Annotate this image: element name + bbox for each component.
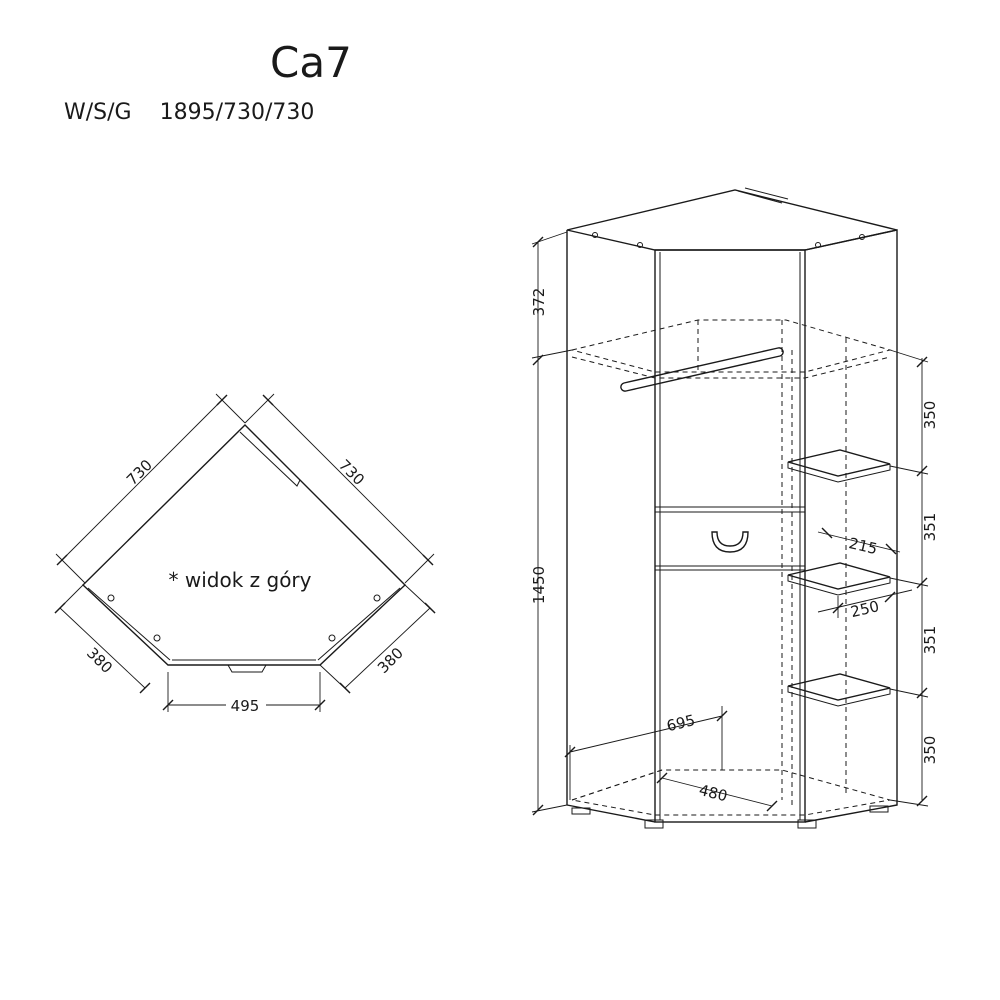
drawer-handle-icon: [711, 531, 749, 553]
dim-tick: [262, 394, 274, 406]
ext-line: [404, 553, 435, 584]
dim-shelf-depth-b: 250: [849, 597, 881, 621]
right-side-inner: [317, 587, 401, 661]
top-panel-groove: [737, 190, 783, 204]
foot: [869, 805, 889, 813]
dim-left-side: 380: [83, 644, 116, 677]
door-frame: [654, 249, 806, 823]
dim-tick: [339, 682, 351, 694]
dim-right-diag: 730: [335, 456, 368, 489]
dim-tick: [139, 682, 151, 694]
dim-front: 495: [231, 697, 260, 715]
ext-line: [889, 688, 929, 698]
foot: [644, 819, 664, 829]
dim-tick: [916, 795, 928, 807]
hole: [373, 594, 381, 602]
dim-tick: [885, 543, 897, 555]
ext-line: [531, 349, 573, 359]
dim-shelf-depth-a: 215: [847, 534, 879, 558]
dim-top-section: 372: [530, 288, 548, 317]
dim-tick: [832, 602, 844, 614]
dim-line-left-diag: [61, 399, 223, 561]
dim-main-height: 1450: [530, 566, 548, 604]
dim-line-rail-depth: [569, 715, 723, 753]
ext-line: [55, 553, 86, 584]
spec-label: W/S/G: [64, 100, 132, 125]
dim-line-shelf-depth-b: [817, 589, 913, 613]
top-view-back-corner: [239, 431, 301, 487]
dim-shelf-gap-4: 350: [921, 736, 939, 765]
dim-line-left-side: [59, 607, 146, 689]
dim-shelf-gap-1: 350: [921, 401, 939, 430]
dim-shelf-gap-3: 351: [921, 626, 939, 655]
hole: [153, 634, 161, 642]
foot: [797, 819, 817, 829]
dim-bottom-width: 480: [697, 781, 729, 805]
dim-tick: [916, 687, 928, 699]
upper-shelf-hidden: [571, 319, 892, 373]
dim-tick: [884, 591, 896, 603]
dim-left-diag: 730: [123, 456, 156, 489]
dim-tick: [216, 394, 228, 406]
hole: [328, 634, 336, 642]
dim-tick: [916, 577, 928, 589]
dim-tick: [54, 602, 66, 614]
front-handle: [227, 664, 267, 673]
dim-line-shelf-depth-a: [817, 531, 901, 553]
top-view-note: * widok z góry: [169, 568, 312, 592]
dim-line-right-side: [344, 607, 431, 689]
dim-tick: [564, 746, 576, 758]
upper-shelf-hidden-edge: [571, 356, 891, 379]
hole: [592, 232, 598, 238]
ext-line: [215, 393, 246, 424]
hanging-rail: [620, 347, 784, 392]
dim-tick: [766, 800, 778, 812]
hole: [107, 594, 115, 602]
dim-tick: [424, 602, 436, 614]
dim-tick: [532, 236, 544, 248]
model-title: Ca7: [270, 38, 352, 87]
dim-tick: [656, 772, 668, 784]
side-shelf-edge: [787, 462, 891, 483]
ext-line: [244, 393, 275, 424]
dim-tick: [716, 710, 728, 722]
dim-tick: [532, 804, 544, 816]
dim-tick: [314, 699, 326, 711]
top-view-outline: [81, 424, 407, 666]
dim-tick: [916, 356, 928, 368]
top-view: * widok z góry 730 730 380 380: [54, 393, 436, 715]
ext-line: [889, 349, 929, 363]
foot: [571, 807, 591, 815]
top-panel-groove: [744, 187, 789, 200]
hole: [637, 242, 643, 248]
ext-line: [889, 799, 929, 807]
ext-line: [889, 465, 929, 475]
dim-tick: [56, 554, 68, 566]
dim-rail-depth: 695: [665, 711, 697, 735]
dim-tick: [821, 527, 833, 539]
dimensions-spec: W/S/G 1895/730/730: [64, 100, 314, 125]
dim-line-bottom-width: [661, 777, 773, 807]
dim-tick: [162, 699, 174, 711]
spec-value: 1895/730/730: [159, 100, 315, 125]
side-shelf-edge: [787, 686, 891, 707]
dim-line-right-diag: [267, 399, 429, 561]
interior-line: [571, 769, 663, 801]
dim-right-side: 380: [374, 644, 407, 677]
dim-tick: [916, 465, 928, 477]
dim-shelf-gap-2: 351: [921, 513, 939, 542]
right-side-panel: [804, 229, 898, 823]
left-side-inner: [87, 587, 171, 661]
bottom-panel-hidden: [571, 769, 891, 816]
side-shelf-edge: [787, 575, 891, 596]
front-view: 372 1450 350 351 351 350 215 250: [530, 187, 939, 829]
ext-line: [889, 577, 929, 587]
dim-tick: [422, 554, 434, 566]
